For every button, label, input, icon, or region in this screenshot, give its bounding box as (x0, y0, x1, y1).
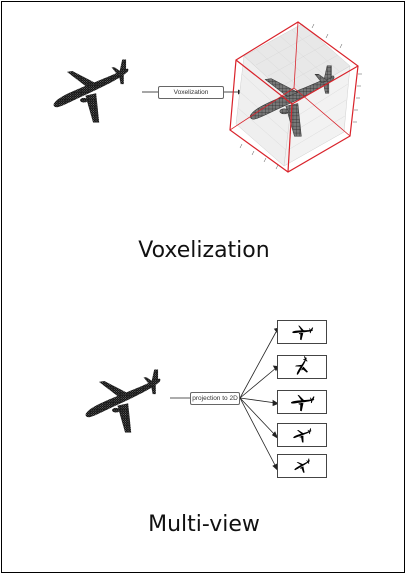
multiview-caption: Multi-view (148, 512, 260, 537)
plane-silhouette-icon (289, 390, 316, 414)
view-image (277, 355, 327, 379)
plane-silhouette-icon (293, 458, 311, 474)
plane-silhouette-icon (292, 426, 312, 444)
voxelization-step-box: Voxelization (158, 86, 224, 99)
view-image (277, 423, 327, 447)
plane-silhouette-icon (290, 321, 314, 343)
projection-step-box: projection to 2D (190, 392, 240, 405)
view-image (277, 320, 327, 344)
plane-silhouette-icon (290, 355, 314, 378)
projection-step-label: projection to 2D (192, 395, 238, 402)
voxel-grid-cube (229, 21, 362, 173)
view-image (277, 390, 327, 414)
view-image (277, 454, 327, 478)
voxelization-caption: Voxelization (138, 238, 270, 263)
voxelization-step-label: Voxelization (173, 89, 209, 96)
